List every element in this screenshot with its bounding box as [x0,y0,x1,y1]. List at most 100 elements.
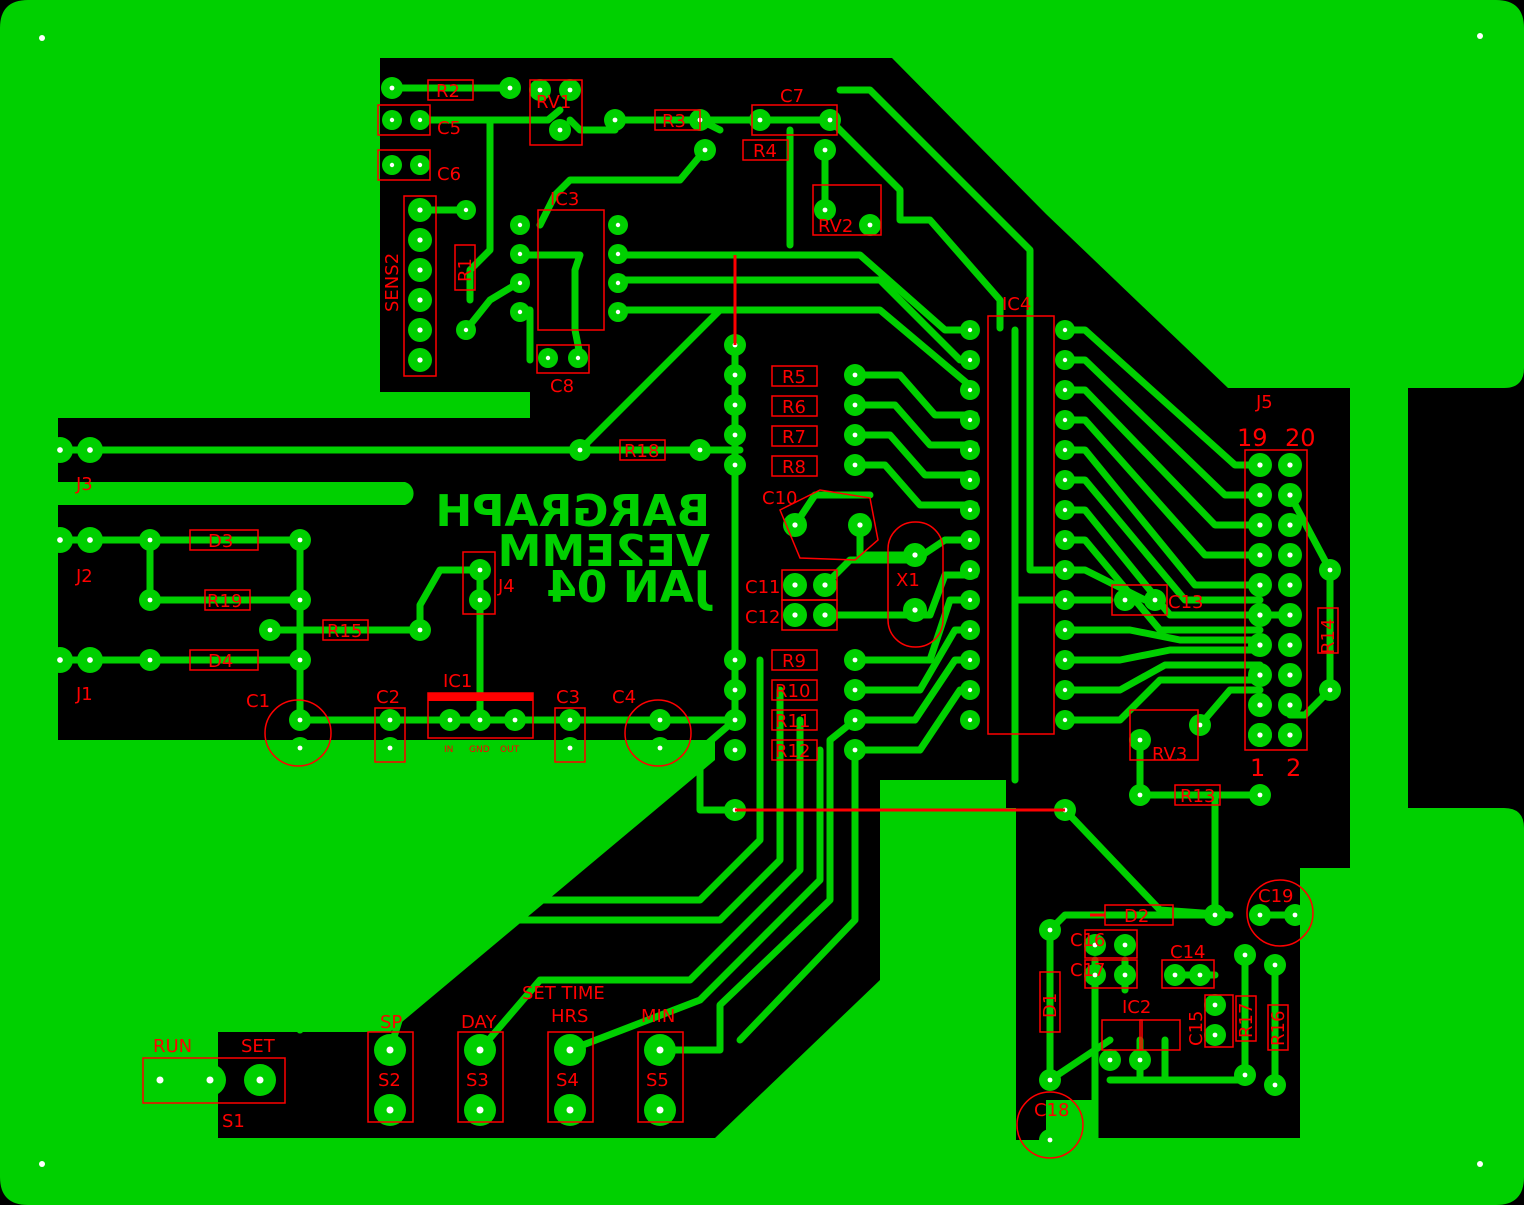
set-time-label: SET TIME [522,983,605,1004]
reference-labels: R2 RV1 C5 R3 C7 R4 C6 RV2 IC3 SENS2 R1 I… [75,81,1339,1132]
label-c4: C4 [612,687,636,708]
drill-hole [1092,972,1098,978]
drill-hole [87,447,93,453]
drill-hole [1257,672,1263,678]
drill-hole [615,280,621,286]
drill-hole [567,87,573,93]
drill-hole [386,1046,394,1054]
drill-hole [1172,972,1178,978]
drill-hole [567,717,573,723]
label-c5: C5 [437,118,461,139]
drill-hole [1257,642,1263,648]
drill-hole [1122,942,1128,948]
drill-hole [1212,1002,1218,1008]
drill-hole [852,462,858,468]
drill-hole [147,657,153,663]
label-c18: C18 [1034,1100,1069,1121]
label-ic2: IC2 [1122,997,1151,1018]
drill-hole [517,309,523,315]
drill-hole [967,627,973,633]
drill-hole [1212,912,1218,918]
label-j5: J5 [1255,392,1273,413]
drill-hole [967,477,973,483]
drill-hole [476,1046,484,1054]
drill-hole [1107,1057,1113,1063]
drill-hole [732,402,738,408]
drill-hole [1062,477,1068,483]
drill-hole [447,717,453,723]
drill-hole [57,537,63,543]
drill-hole [1327,567,1333,573]
drill-hole [827,117,833,123]
label-c13: C13 [1168,592,1203,613]
drill-hole [822,612,828,618]
label-rv3: RV3 [1152,744,1187,765]
label-s1: S1 [222,1111,245,1132]
drill-hole [463,327,469,333]
drill-hole [1257,582,1263,588]
j5-pin-19: 19 [1237,424,1268,452]
label-r12: R12 [775,741,810,762]
drill-hole [57,447,63,453]
drill-hole [557,127,563,133]
label-rv2: RV2 [818,216,853,237]
label-d1: D1 [1040,993,1061,1018]
drill-hole [387,745,393,751]
drill-hole [1272,962,1278,968]
drill-hole [147,597,153,603]
drill-hole [297,657,303,663]
ic1-pin-gnd: GND [469,745,490,755]
drill-hole [507,85,513,91]
drill-hole [1287,672,1293,678]
switch-caption-hrs: HRS [551,1006,588,1027]
drill-hole [417,627,423,633]
drill-hole [389,85,395,91]
label-r7: R7 [782,427,806,448]
drill-hole [912,607,918,613]
drill-hole [463,207,469,213]
drill-hole [967,387,973,393]
silkscreen-jumpers [733,255,1105,917]
drill-hole [732,687,738,693]
drill-hole [517,280,523,286]
drill-hole [657,717,663,723]
drill-hole [967,357,973,363]
drill-hole [822,147,828,153]
drill-hole [1257,912,1263,918]
drill-hole [857,522,863,528]
drill-hole [1062,717,1068,723]
drill-hole [417,297,423,303]
drill-hole [417,357,423,363]
label-ic4: IC4 [1002,294,1031,315]
drill-hole [297,745,303,751]
drill-hole [1292,912,1298,918]
drill-hole [656,1106,664,1114]
label-sens2: SENS2 [382,253,403,312]
drill-hole [1287,492,1293,498]
label-d4: D4 [208,651,233,672]
label-r6: R6 [782,397,806,418]
drill-hole [567,745,573,751]
drill-hole [256,1076,264,1084]
label-c3: C3 [556,687,580,708]
run-label: RUN [153,1036,192,1057]
drill-hole [566,1046,574,1054]
set-label: SET [241,1036,276,1057]
mounting-dots [39,33,1483,1167]
drill-hole [1062,447,1068,453]
label-r8: R8 [782,457,806,478]
drill-hole [852,687,858,693]
board-text-line3: JAN 04 [546,562,713,613]
drill-hole [656,1046,664,1054]
drill-hole [852,372,858,378]
drill-hole [386,1106,394,1114]
drill-hole [822,207,828,213]
drill-hole [1122,597,1128,603]
drill-hole [1287,642,1293,648]
drill-hole [1047,927,1053,933]
drill-hole [1257,732,1263,738]
drill-hole [417,162,423,168]
drill-hole [1092,942,1098,948]
